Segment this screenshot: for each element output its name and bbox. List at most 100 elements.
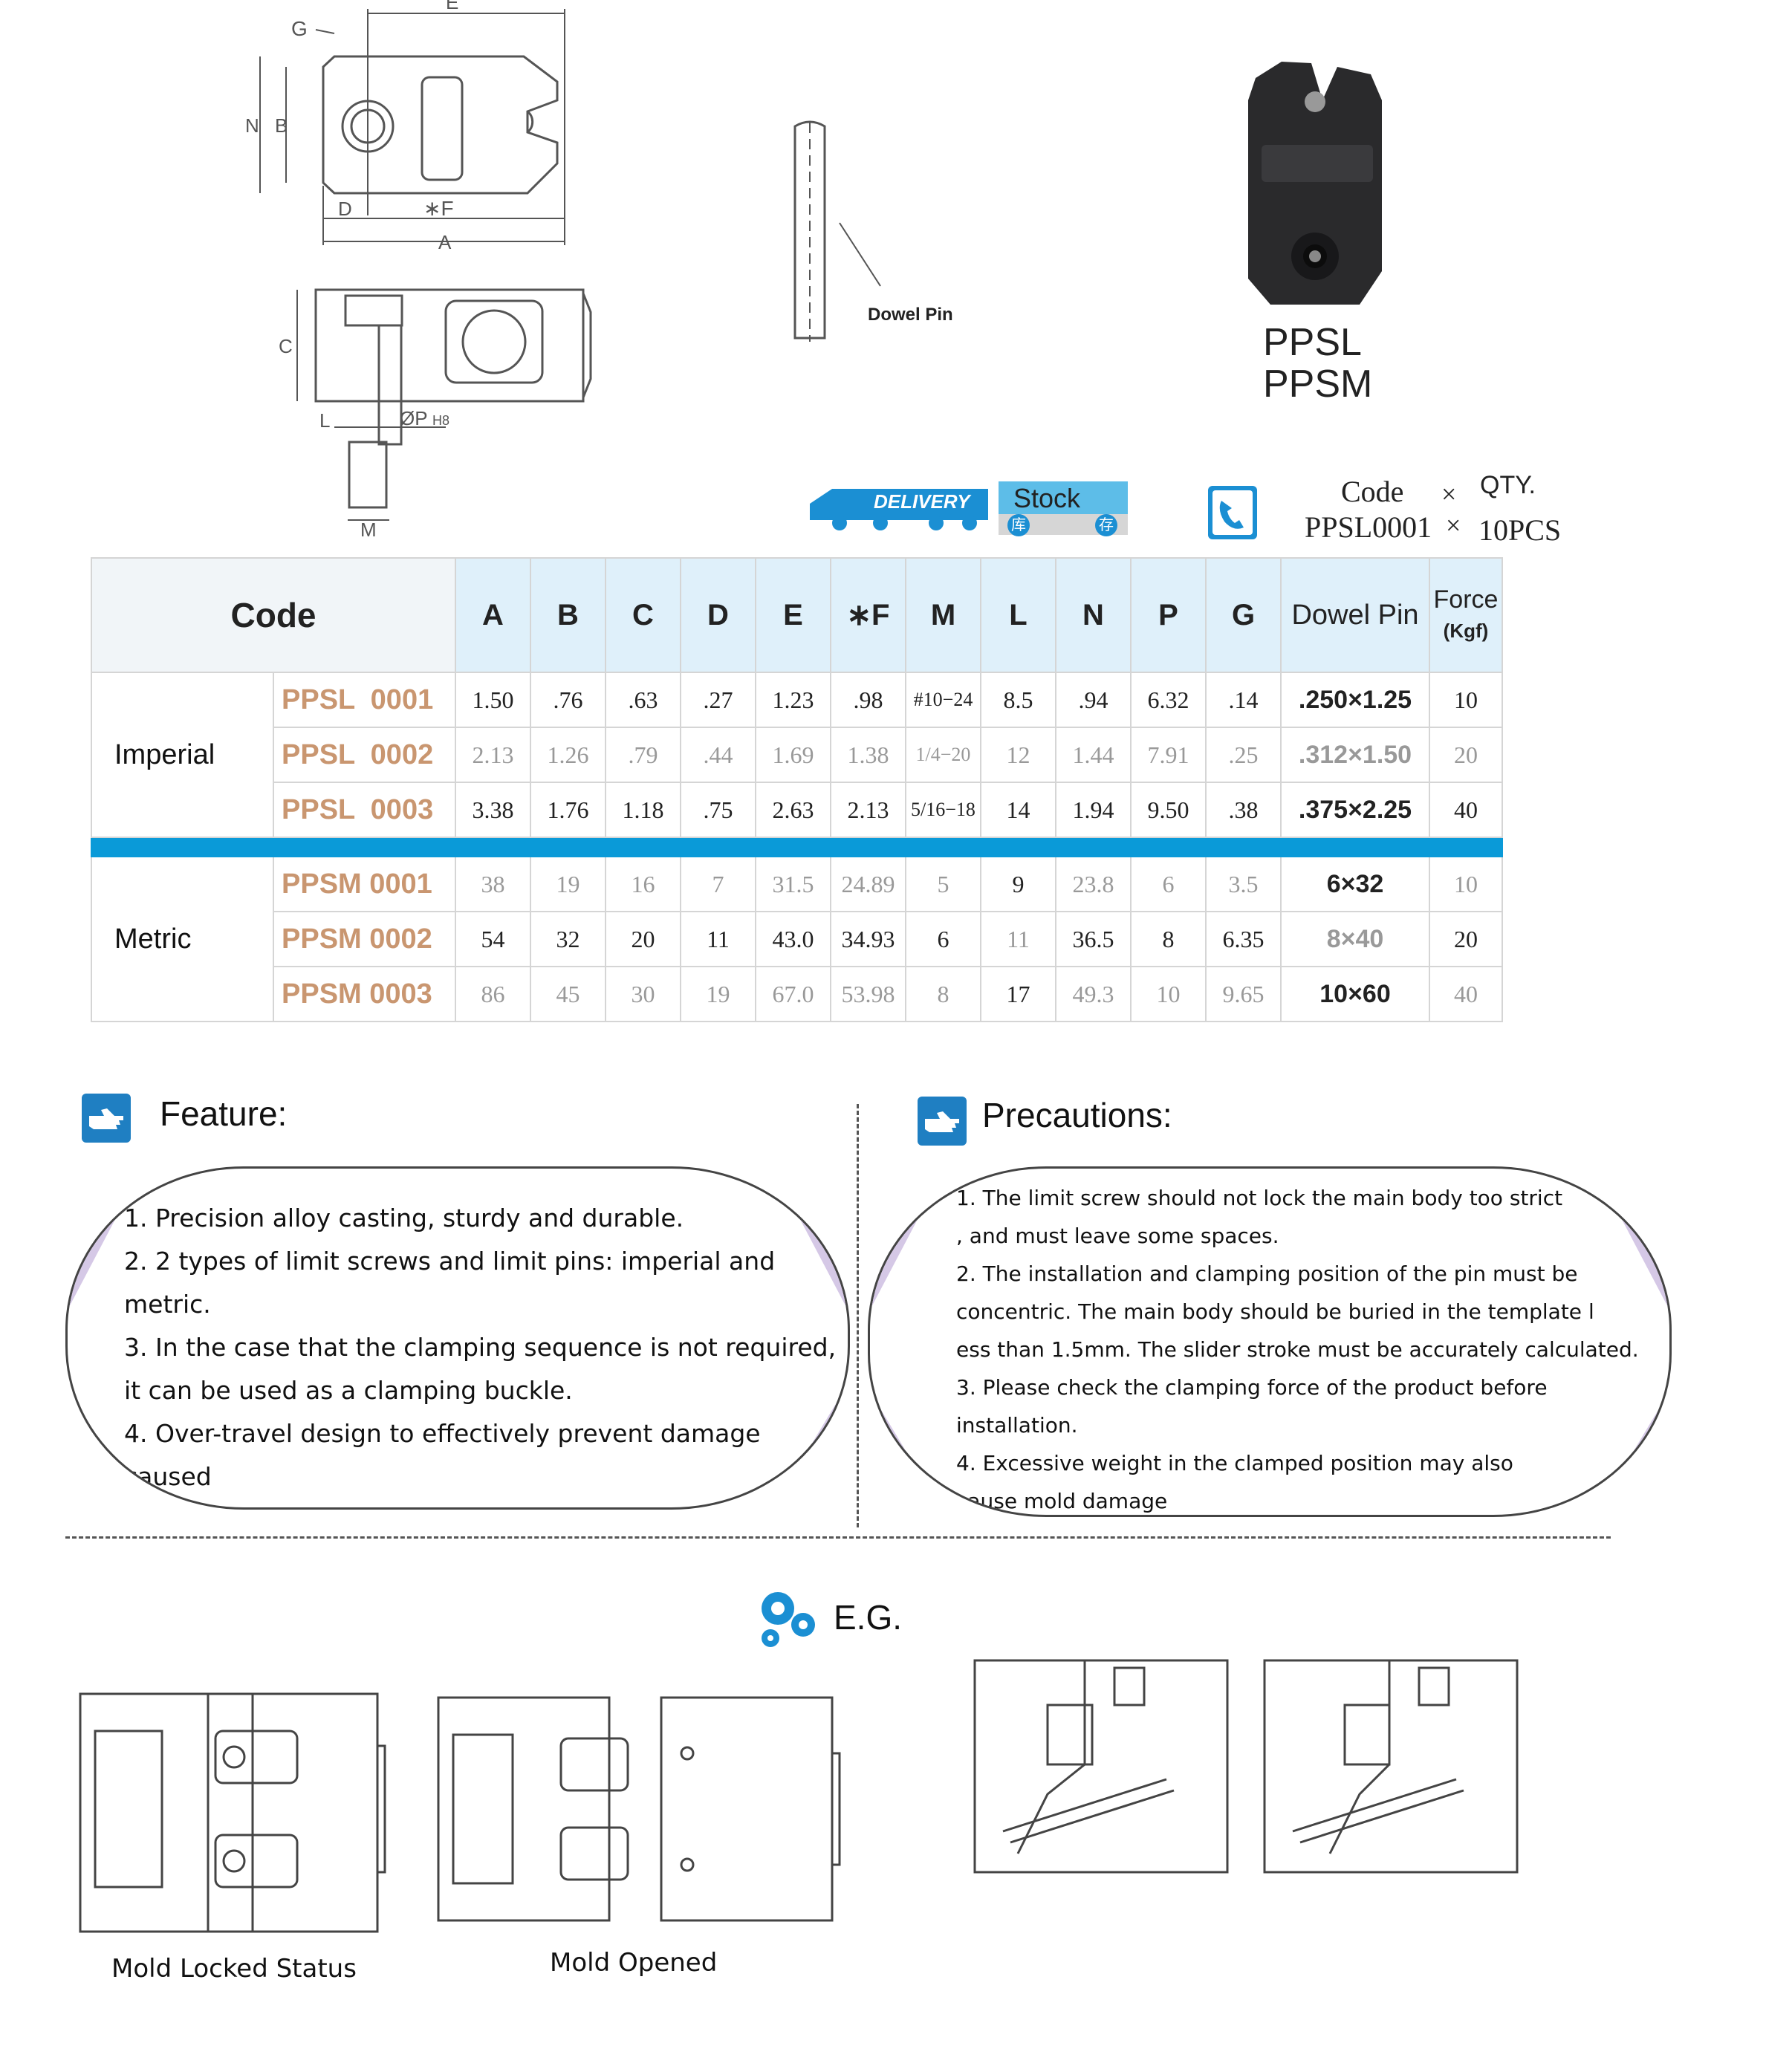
cell: 8 <box>905 966 981 1022</box>
precaution-line: cause mold damage <box>956 1489 1168 1513</box>
feature-title: Feature: <box>160 1094 288 1133</box>
product-name-ppsm: PPSM <box>1263 363 1373 406</box>
delivery-badge: DELIVERY <box>810 481 988 530</box>
feature-line: it can be used as a clamping buckle. <box>124 1376 573 1405</box>
drawing-label-l: L <box>319 409 330 432</box>
precautions-panel: 1. The limit screw should not lock the m… <box>868 1166 1672 1517</box>
mold-locked-drawing <box>79 1692 386 1933</box>
feature-list: 1. Precision alloy casting, sturdy and d… <box>124 1197 848 1507</box>
table-row: PPSM 0003 86 45 30 19 67.0 53.98 8 17 49… <box>91 966 1503 1022</box>
order-times-top: × <box>1441 479 1457 509</box>
row-code: PPSL 0002 <box>273 727 456 783</box>
table-row: PPSL 0003 3.38 1.76 1.18 .75 2.63 2.13 5… <box>91 782 1503 838</box>
cell: 31.5 <box>755 856 831 912</box>
table-header-row: Code A B C D E ∗F M L N P G Dowel Pin Fo… <box>91 557 1503 673</box>
cell: 8.5 <box>980 672 1056 728</box>
cell: 6.32 <box>1130 672 1207 728</box>
technical-drawing: G E N B D ∗F A C L ØP H8 M <box>245 0 592 541</box>
cell: 1.26 <box>530 727 606 783</box>
cell: .38 <box>1205 782 1282 838</box>
cell: 9.50 <box>1130 782 1207 838</box>
cell-dowel: 8×40 <box>1280 911 1430 967</box>
cell: 1.50 <box>455 672 531 728</box>
cell: 49.3 <box>1055 966 1132 1022</box>
cell-force: 20 <box>1429 911 1503 967</box>
cell: .94 <box>1055 672 1132 728</box>
precaution-line: , and must leave some spaces. <box>956 1224 1279 1248</box>
cell-dowel: 10×60 <box>1280 966 1430 1022</box>
cell: 86 <box>455 966 531 1022</box>
stock-badge: Stock 库 存 <box>999 481 1128 538</box>
force-unit: (Kgf) <box>1443 620 1489 642</box>
cell: 9 <box>980 856 1056 912</box>
cell-force: 10 <box>1429 672 1503 728</box>
table-row: PPSL 0002 2.13 1.26 .79 .44 1.69 1.38 1/… <box>91 727 1503 783</box>
precaution-line: 4. Excessive weight in the clamped posit… <box>956 1451 1513 1475</box>
order-qty-example: 10PCS <box>1478 513 1562 547</box>
cell: 11 <box>680 911 756 967</box>
cell-force: 40 <box>1429 782 1503 838</box>
cell: 1.94 <box>1055 782 1132 838</box>
col-header-m: M <box>905 557 981 673</box>
feature-line: 3. In the case that the clamping sequenc… <box>124 1333 837 1362</box>
precautions-panel-decor <box>870 1169 1669 1515</box>
cell: 12 <box>980 727 1056 783</box>
feature-line: 1. Precision alloy casting, sturdy and d… <box>124 1204 684 1233</box>
cell: .98 <box>830 672 906 728</box>
cell: 2.13 <box>830 782 906 838</box>
cell: 2.63 <box>755 782 831 838</box>
row-code: PPSM 0003 <box>273 966 456 1022</box>
order-code-label: Code <box>1341 475 1404 508</box>
stock-cn-right: 存 <box>1095 514 1117 536</box>
drawing-label-e: E <box>446 0 458 13</box>
cell: 43.0 <box>755 911 831 967</box>
cell: 20 <box>605 911 681 967</box>
precaution-line: 1. The limit screw should not lock the m… <box>956 1186 1563 1210</box>
table-row: Metric PPSM 0001 38 19 16 7 31.5 24.89 5… <box>91 856 1503 1022</box>
cell-dowel: .312×1.50 <box>1280 727 1430 783</box>
precautions-list: 1. The limit screw should not lock the m… <box>956 1179 1669 1515</box>
col-header-b: B <box>530 557 606 673</box>
drawing-label-n: N <box>245 114 259 137</box>
cell: 5/16−18 <box>905 782 981 838</box>
group-divider <box>91 837 1503 857</box>
drawing-label-g: G <box>291 17 308 40</box>
drawing-label-p: ØP <box>400 407 428 429</box>
gears-icon <box>762 1592 815 1647</box>
caption-mold-locked: Mold Locked Status <box>111 1954 357 1984</box>
col-header-f: ∗F <box>830 557 906 673</box>
col-header-p: P <box>1130 557 1207 673</box>
cell: 6 <box>1130 856 1207 912</box>
row-code: PPSL 0001 <box>273 672 456 728</box>
precaution-line: concentric. The main body should be buri… <box>956 1299 1594 1324</box>
col-header-e: E <box>755 557 831 673</box>
cell: 1/4−20 <box>905 727 981 783</box>
col-header-g: G <box>1205 557 1282 673</box>
truck-icon <box>810 489 988 530</box>
cell: .79 <box>605 727 681 783</box>
cell: 8 <box>1130 911 1207 967</box>
group-metric: Metric <box>91 856 274 1022</box>
feature-line: 2. 2 types of limit screws and limit pin… <box>124 1247 776 1319</box>
feature-panel-decor <box>68 1169 848 1507</box>
cell: 6 <box>905 911 981 967</box>
col-header-l: L <box>980 557 1056 673</box>
cell: 38 <box>455 856 531 912</box>
drawing-label-b: B <box>275 114 288 137</box>
feature-line: by inaccurate processing settings <box>124 1498 848 1507</box>
col-header-code: Code <box>91 557 456 673</box>
cell: 32 <box>530 911 606 967</box>
cell: 5 <box>905 856 981 912</box>
row-code: PPSL 0003 <box>273 782 456 838</box>
feature-line: 4. Over-travel design to effectively pre… <box>124 1419 761 1491</box>
cell-dowel: .375×2.25 <box>1280 782 1430 838</box>
cell: .75 <box>680 782 756 838</box>
assembly-drawings <box>973 1659 1519 1874</box>
col-header-dowel-pin: Dowel Pin <box>1280 557 1430 673</box>
order-times-bottom: × <box>1446 510 1461 540</box>
cell: 1.38 <box>830 727 906 783</box>
drawing-label-a: A <box>438 231 452 253</box>
cell: 1.69 <box>755 727 831 783</box>
precaution-line: 3. Please check the clamping force of th… <box>956 1375 1548 1438</box>
cell: 17 <box>980 966 1056 1022</box>
